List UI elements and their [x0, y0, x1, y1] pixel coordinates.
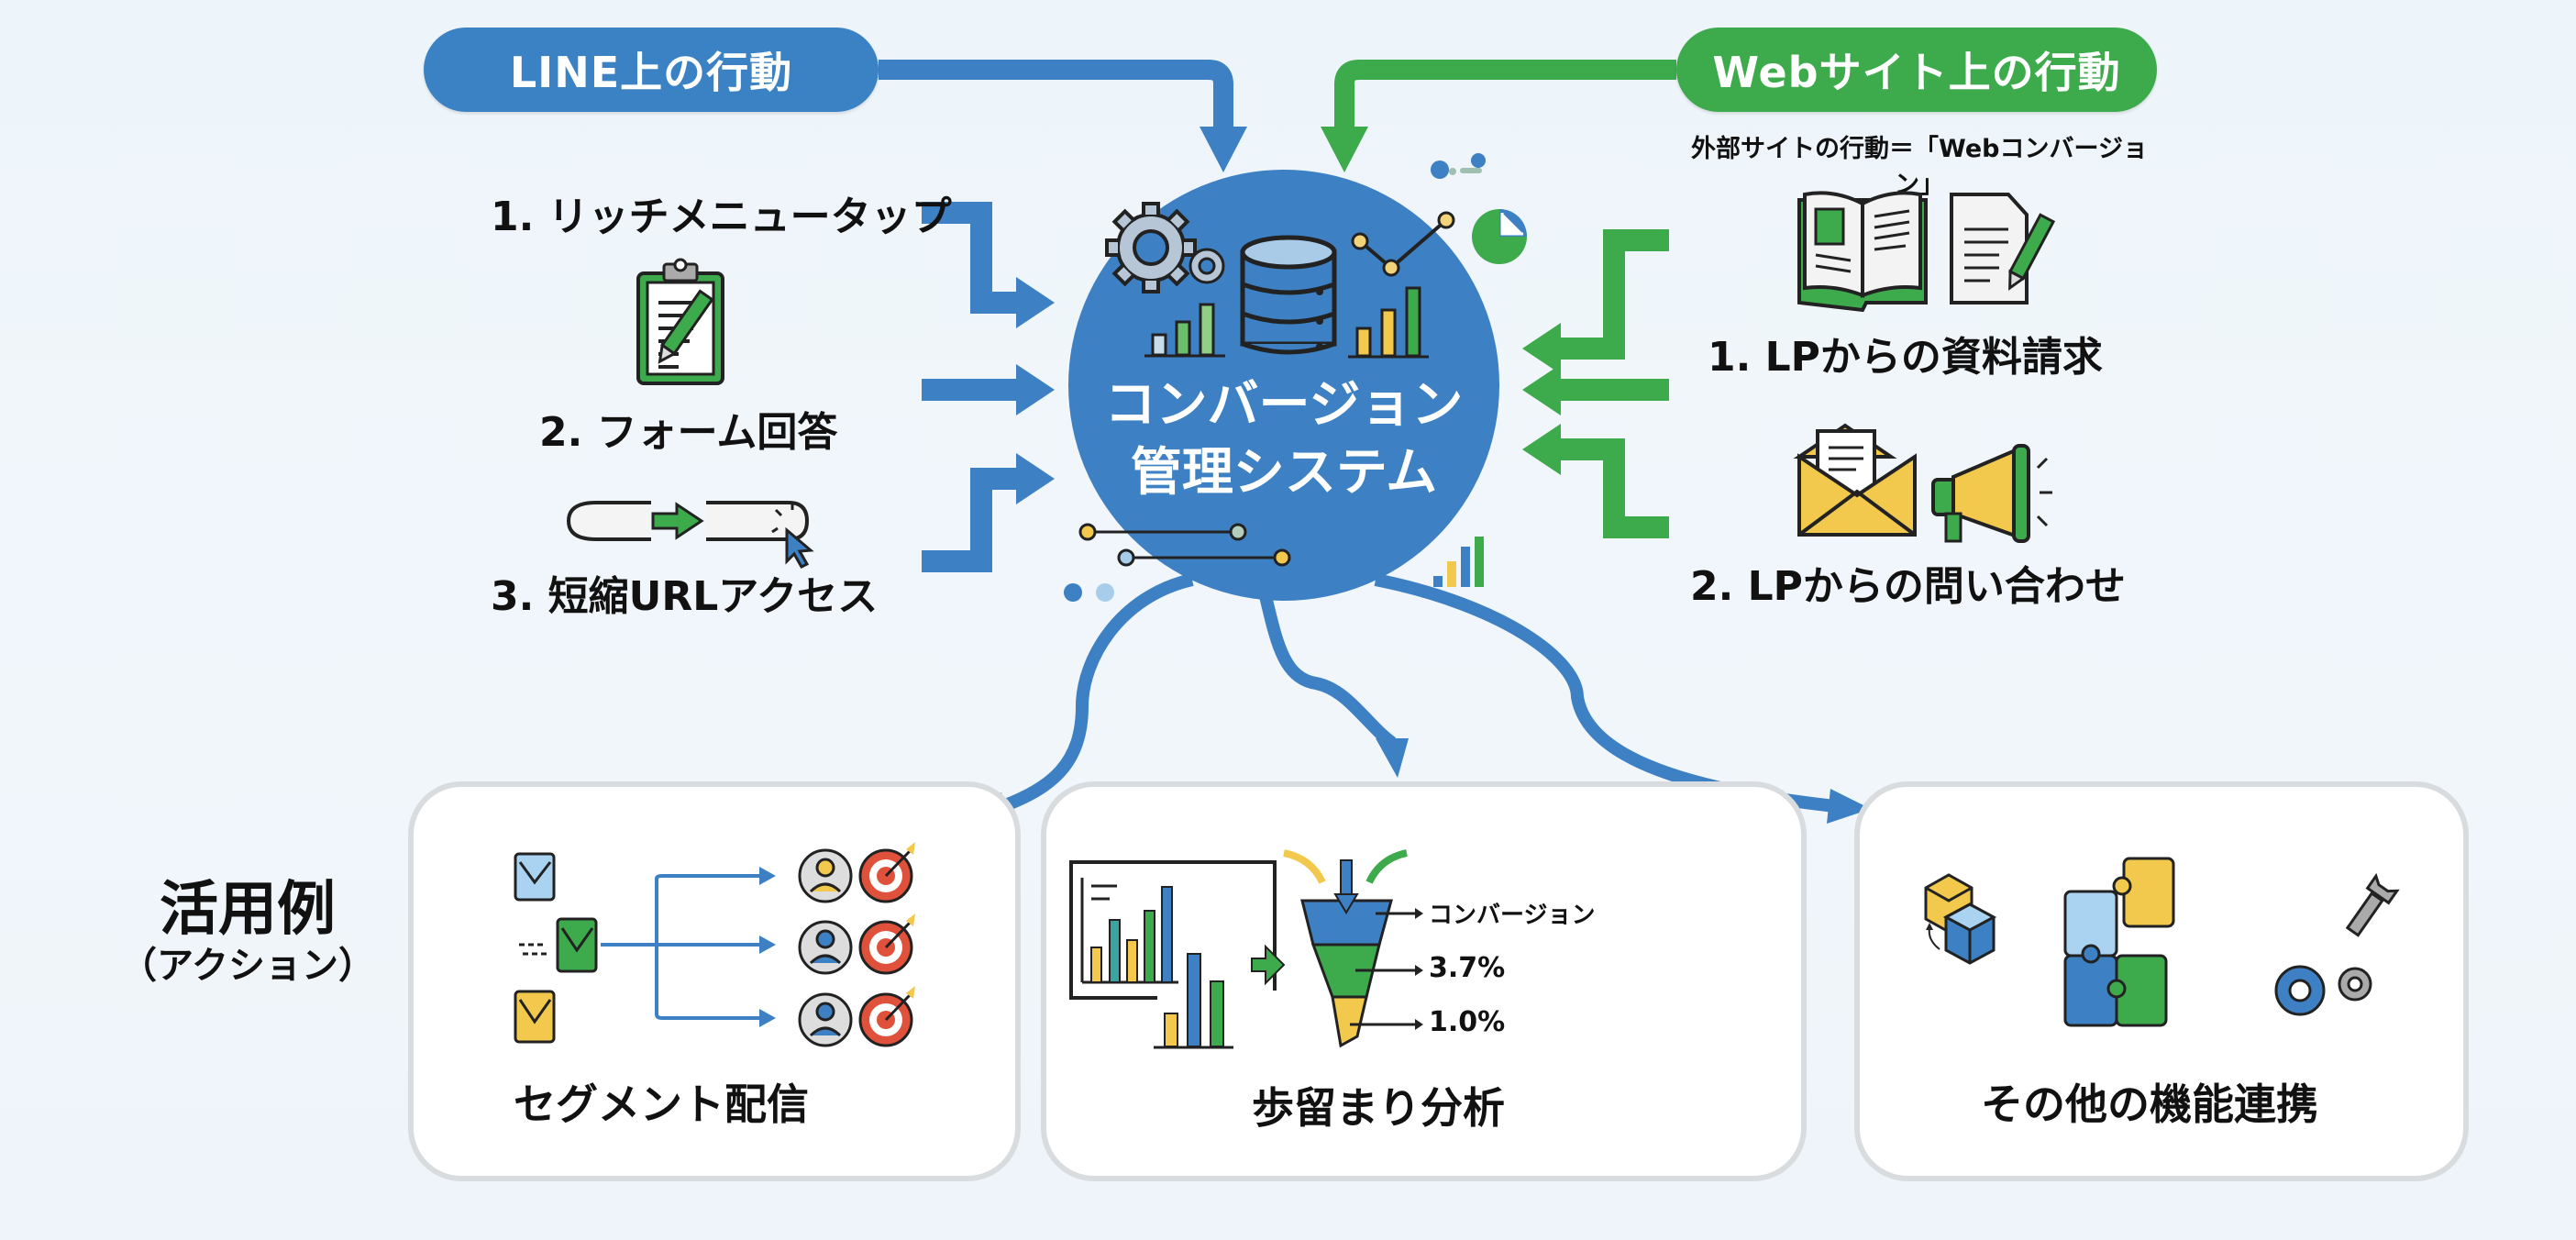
line-actions-header-label: LINE上の行動 — [509, 48, 793, 97]
line-action-rich-menu: 1. リッチメニュータップ — [491, 194, 952, 240]
wrench-gear-icon — [2274, 872, 2400, 1016]
use-cases-subtitle: （アクション） — [120, 945, 375, 987]
gear-small-icon — [1188, 248, 1225, 284]
line-actions-header: LINE上の行動 — [424, 28, 879, 112]
cubes-icon — [1924, 873, 1997, 965]
inflow-arrow-3 — [922, 468, 1018, 572]
web-conversion-note: 外部サイトの行動＝「Webコンバージョン」 — [1691, 135, 2148, 199]
web-to-system-arrow — [1334, 60, 1676, 128]
mini-bar-chart-icon — [1433, 537, 1484, 587]
outflow-arrow-funnel — [1259, 594, 1397, 748]
line-to-system-arrow — [879, 60, 1233, 128]
arrow-right-icon — [1251, 944, 1286, 986]
system-title-line2: 管理システム — [1130, 443, 1438, 503]
report-chart-icon — [1069, 860, 1277, 1049]
web-to-system-arrowhead — [1321, 127, 1368, 172]
web-actions-header-label: Webサイト上の行動 — [1712, 48, 2121, 97]
gear-icon — [1105, 202, 1197, 293]
line-chart-icon — [1351, 211, 1455, 277]
use-case-label-segment: セグメント配信 — [514, 1079, 809, 1129]
line-action-form: 2. フォーム回答 — [539, 409, 838, 456]
system-title-line1: コンバージョン — [1104, 375, 1464, 435]
user-target-row — [798, 986, 915, 1047]
envelope-icon — [519, 917, 598, 973]
outflow-arrow-segment — [992, 573, 1194, 815]
pie-chart-icon — [1472, 209, 1527, 264]
use-cases-title: 活用例 — [160, 876, 336, 944]
inflow-arrow-1 — [922, 202, 1018, 314]
use-case-label-funnel: 歩留まり分析 — [1252, 1083, 1505, 1133]
envelope-icon — [514, 990, 556, 1044]
funnel-label-middle: 3.7% — [1429, 952, 1506, 984]
use-case-card-segment — [408, 781, 1021, 1181]
network-lines-icon — [1078, 523, 1291, 567]
user-target-row — [798, 913, 915, 975]
funnel-icon — [1283, 849, 1423, 1048]
database-icon — [1240, 235, 1337, 355]
web-action-inquiry: 2. LPからの問い合わせ — [1690, 563, 2126, 610]
line-to-system-arrowhead — [1200, 127, 1247, 172]
puzzle-icon — [2063, 857, 2175, 1027]
inflow-arrow-web-1 — [1559, 229, 1669, 360]
web-actions-header: Webサイト上の行動 — [1676, 28, 2157, 112]
line-action-short-url: 3. 短縮URLアクセス — [491, 573, 879, 620]
envelope-icon — [514, 852, 556, 902]
user-target-row — [798, 842, 915, 903]
inflow-arrow-web-3 — [1559, 438, 1669, 538]
use-case-label-integration: その他の機能連携 — [1981, 1079, 2318, 1129]
web-action-document-request: 1. LPからの資料請求 — [1708, 334, 2103, 381]
funnel-label-top: コンバージョン — [1429, 902, 1596, 929]
bar-chart-icon — [1348, 286, 1429, 359]
bar-chart-icon — [1144, 303, 1225, 358]
funnel-label-bottom: 1.0% — [1429, 1006, 1506, 1038]
system-title: コンバージョン 管理システム — [1068, 371, 1499, 507]
